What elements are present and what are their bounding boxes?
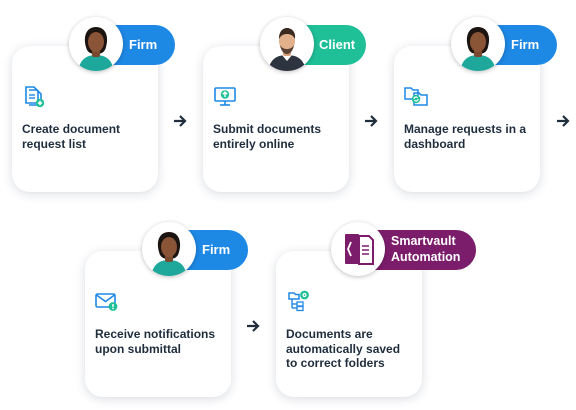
- step-text: Submit documents entirely online: [213, 122, 322, 151]
- monitor-upload-icon: [214, 87, 236, 106]
- actor-badge-firm: Firm: [451, 17, 557, 71]
- folders-sync-icon: [404, 87, 428, 106]
- badge-label: Firm: [202, 242, 231, 257]
- badge-label: Firm: [511, 37, 540, 52]
- avatar-woman: [69, 17, 123, 71]
- actor-badge-firm: Firm: [69, 17, 175, 71]
- document-add-icon: [25, 86, 45, 108]
- step-text: Manage requests in a dashboard: [404, 122, 527, 151]
- arrow-right-icon: [557, 115, 570, 127]
- arrow-right-icon: [247, 320, 260, 332]
- folder-tree-gear-icon: [288, 290, 309, 312]
- badge-label: Firm: [129, 37, 158, 52]
- arrow-right-icon: [174, 115, 187, 127]
- step-card-submit-documents: Submit documents entirely online: [203, 46, 349, 192]
- avatar-woman: [142, 222, 196, 276]
- step-text: Create document request list: [22, 122, 121, 151]
- badge-label: Smartvault Automation: [391, 234, 461, 264]
- step-card-create-request: Create document request list: [12, 46, 158, 192]
- step-card-manage-requests: Manage requests in a dashboard: [394, 46, 540, 192]
- step-text: Receive notifications upon submittal: [95, 327, 216, 356]
- actor-badge-client: Client: [260, 17, 366, 71]
- step-card-auto-save: Documents are automatically saved to cor…: [276, 251, 422, 397]
- step-card-notifications: Receive notifications upon submittal: [85, 251, 231, 397]
- avatar-woman: [451, 17, 505, 71]
- step-text: Documents are automatically saved to cor…: [286, 327, 401, 370]
- actor-badge-smartvault: Smartvault Automation: [331, 222, 476, 276]
- mail-alert-icon: [95, 293, 118, 311]
- smartvault-logo: [331, 222, 385, 276]
- avatar-man: [260, 17, 314, 71]
- arrow-right-icon: [365, 115, 378, 127]
- actor-badge-firm: Firm: [142, 222, 248, 276]
- badge-label: Client: [319, 37, 356, 52]
